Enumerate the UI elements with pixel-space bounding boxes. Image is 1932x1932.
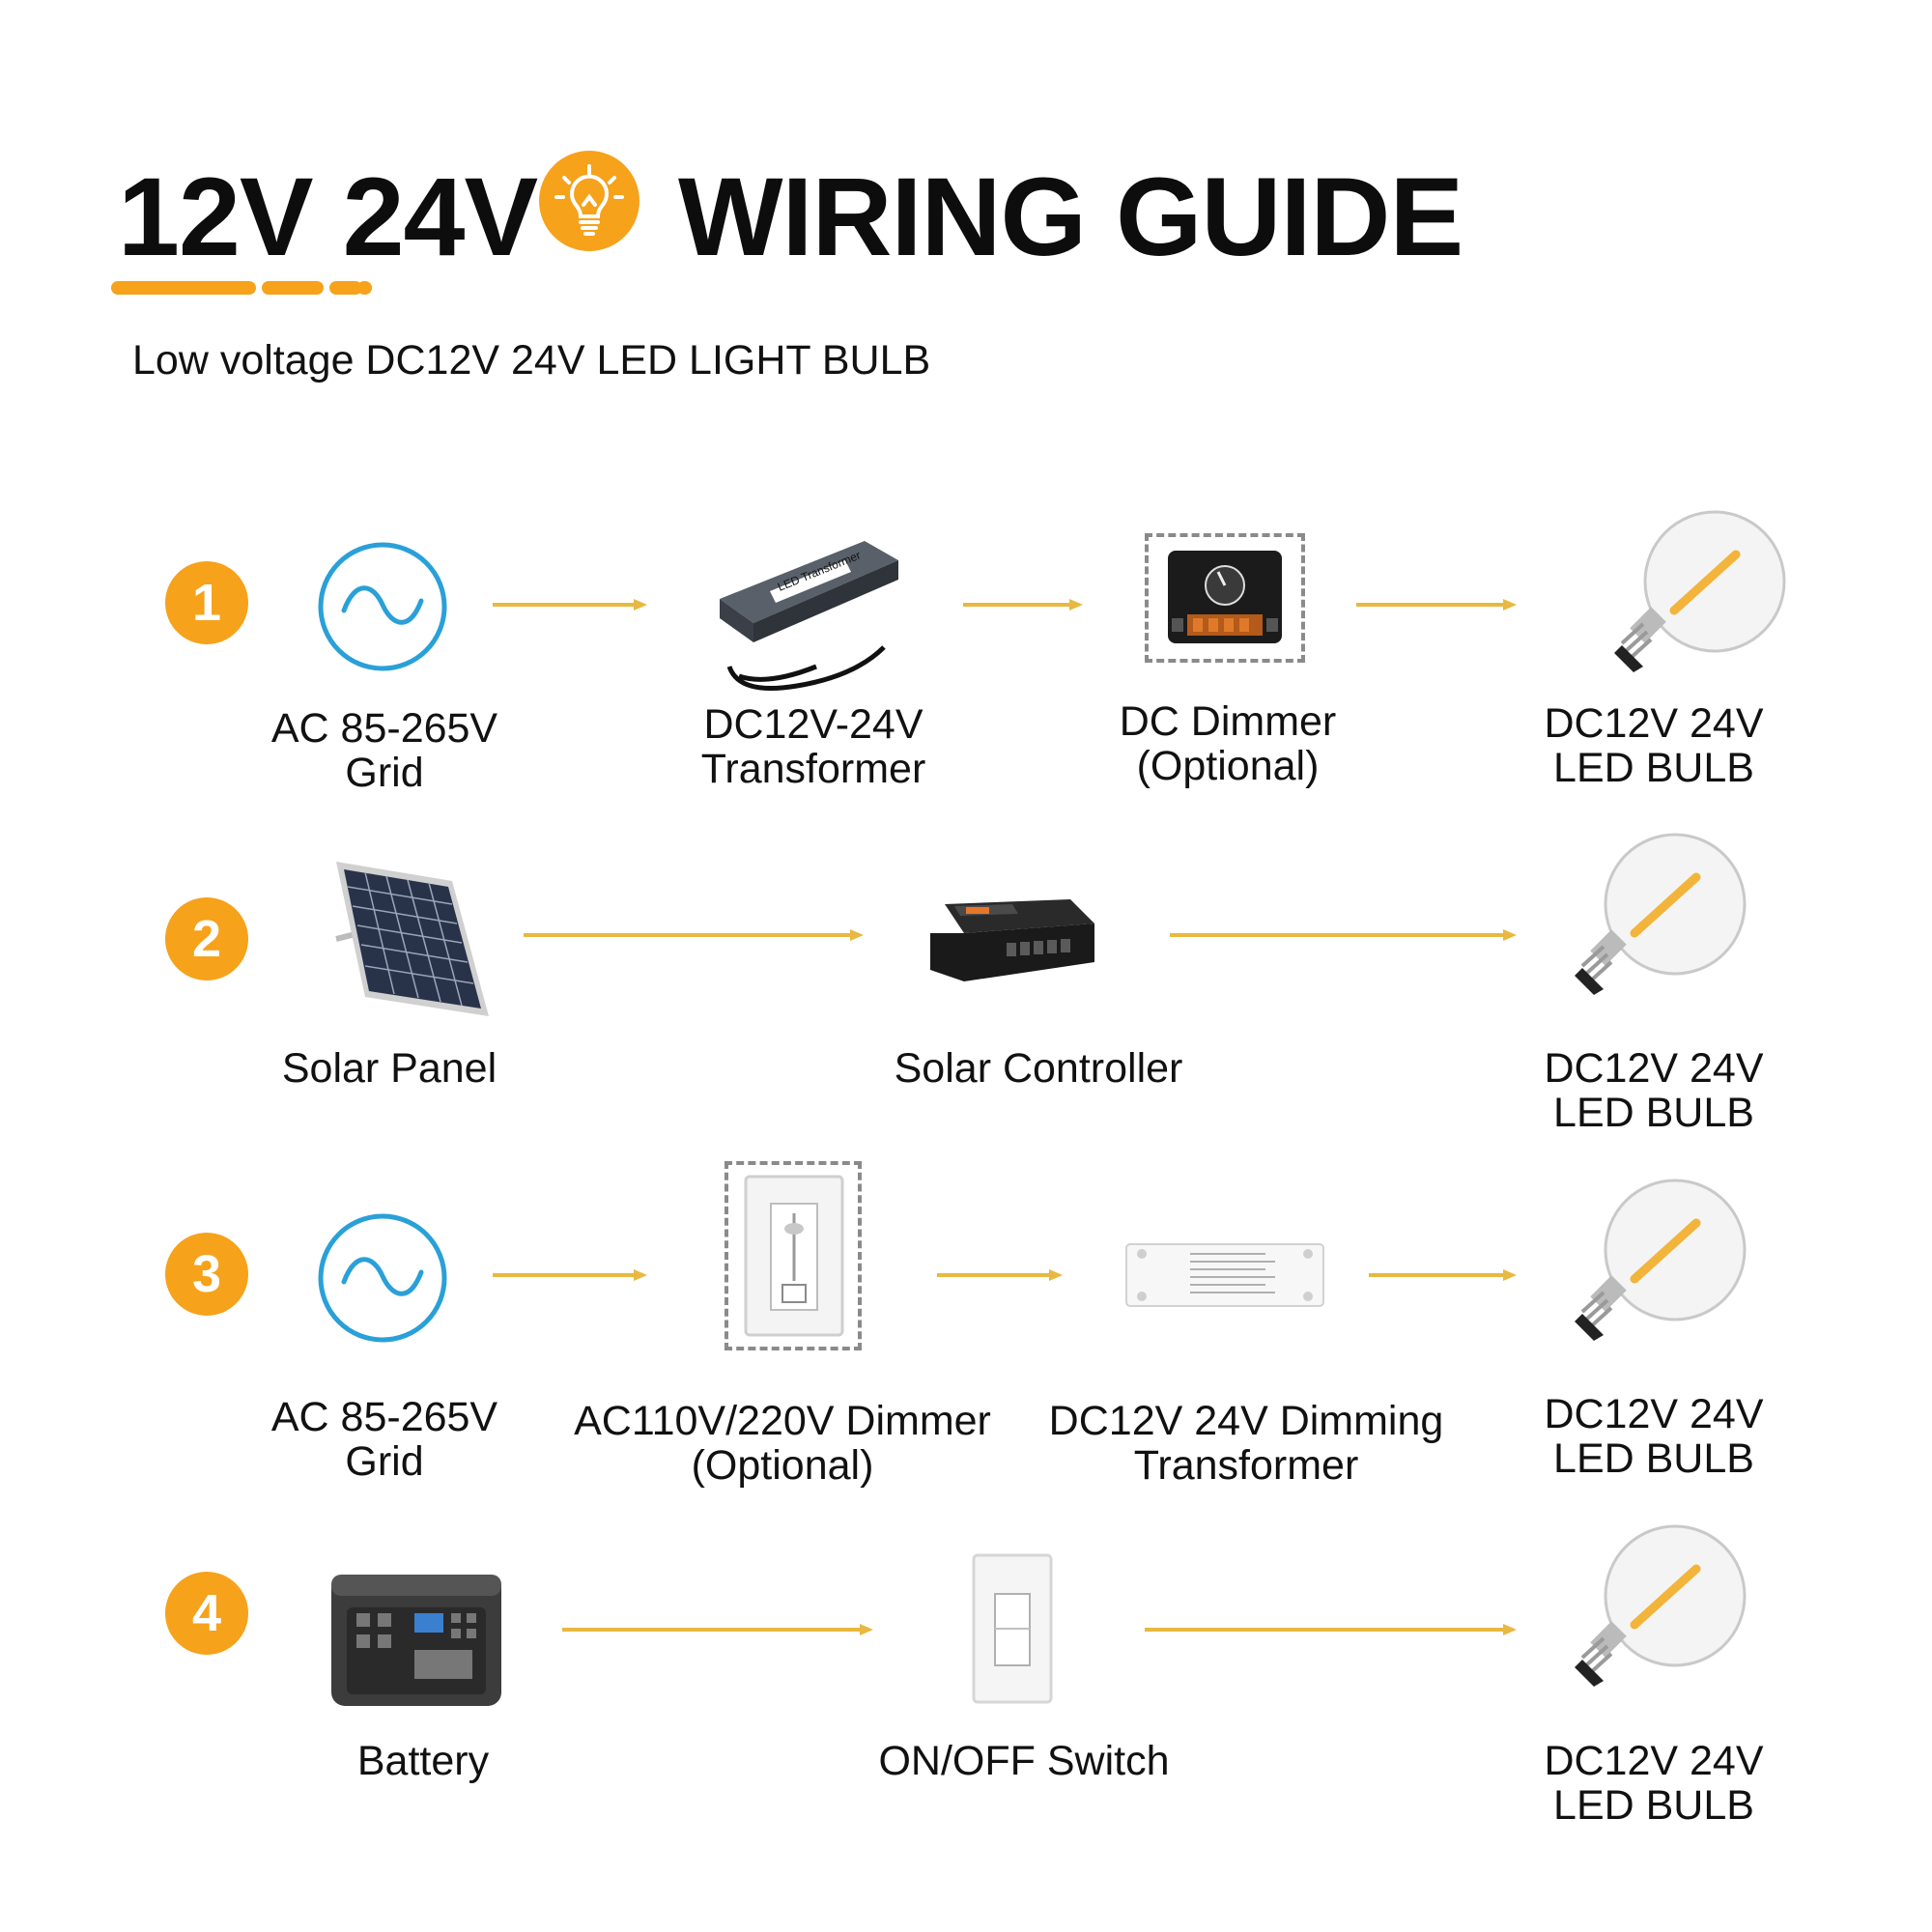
dc-dimmer-icon	[1168, 551, 1282, 643]
led-bulb-icon	[1559, 1524, 1762, 1703]
solar-panel-icon	[327, 862, 496, 1031]
flow-arrow	[524, 929, 864, 941]
wall-dimmer-icon	[744, 1175, 844, 1337]
title-underline	[111, 281, 372, 295]
flow-arrow	[1356, 599, 1517, 611]
flow-arrow	[1369, 1269, 1517, 1281]
flow-arrow	[1145, 1624, 1517, 1635]
led-bulb-icon	[1559, 1179, 1762, 1357]
ac-sine-icon	[317, 1212, 448, 1349]
optional-dashed-frame	[724, 1161, 862, 1350]
item-label: Battery	[356, 1738, 490, 1784]
flow-arrow	[493, 1269, 647, 1281]
flow-arrow	[963, 599, 1083, 611]
ac-sine-icon	[317, 541, 448, 677]
item-label: ON/OFF Switch	[878, 1738, 1170, 1784]
solar-controller-icon	[925, 895, 1099, 1006]
flow-arrow	[1170, 929, 1517, 941]
flow-arrow	[937, 1269, 1063, 1281]
subtitle: Low voltage DC12V 24V LED LIGHT BULB	[132, 337, 931, 384]
flow-arrow	[493, 599, 647, 611]
lightbulb-icon	[539, 151, 639, 251]
item-label: Solar Controller	[894, 1045, 1183, 1092]
battery-station-icon	[322, 1553, 511, 1722]
row-number-badge: 3	[165, 1233, 248, 1316]
dimming-driver-icon	[1121, 1236, 1329, 1319]
led-bulb-icon	[1599, 510, 1802, 689]
item-label: AC110V/220V Dimmer(Optional)	[574, 1398, 991, 1489]
item-label: Solar Panel	[281, 1045, 497, 1092]
flow-arrow	[562, 1624, 873, 1635]
led-transformer-icon: LED Transformer	[710, 522, 903, 700]
led-bulb-icon	[1559, 833, 1762, 1011]
rocker-switch-icon	[966, 1551, 1059, 1713]
row-number-badge: 4	[165, 1572, 248, 1655]
optional-dashed-frame	[1145, 533, 1305, 663]
row-number-badge: 2	[165, 897, 248, 980]
row-number-badge: 1	[165, 561, 248, 644]
title-right: WIRING GUIDE	[678, 156, 1463, 279]
item-label: DC Dimmer(Optional)	[1119, 698, 1337, 789]
title-left: 12V 24V	[118, 156, 538, 279]
